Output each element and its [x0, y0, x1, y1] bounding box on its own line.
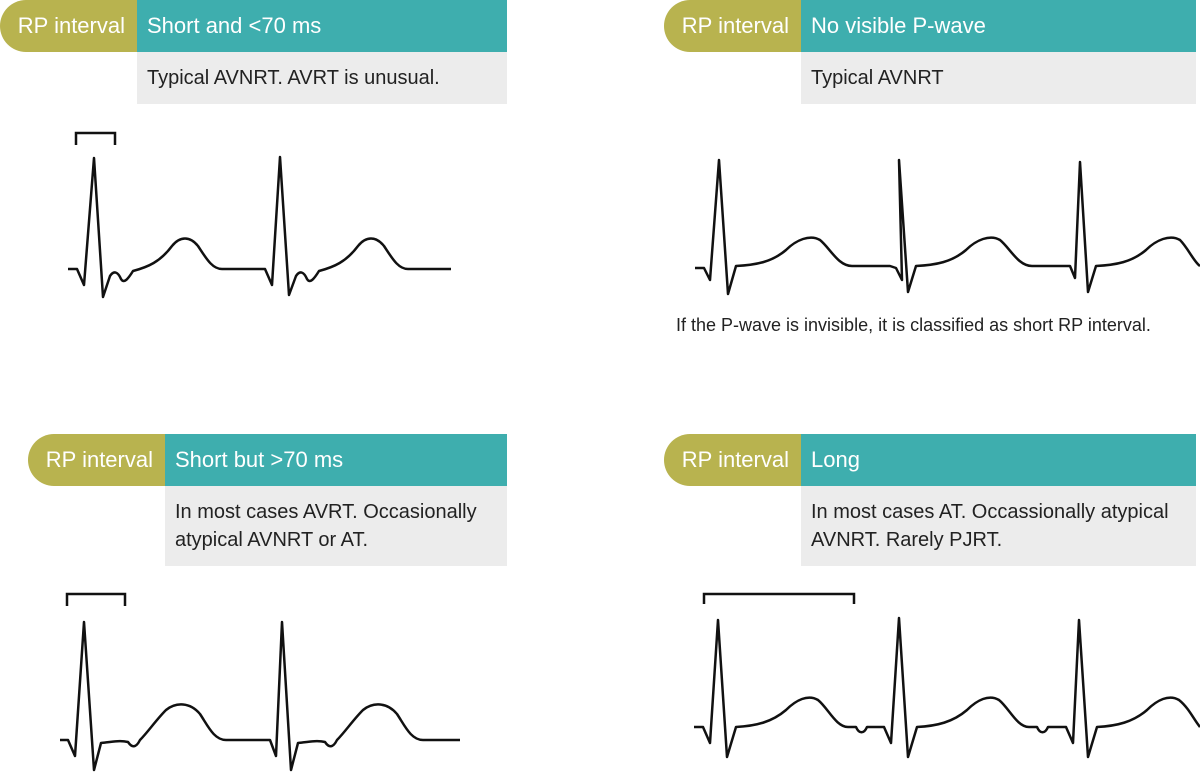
rp-interval-label: RP interval: [664, 434, 801, 486]
rp-interval-bracket: [74, 131, 117, 145]
rp-interval-bracket: [65, 592, 127, 606]
p-wave-note: If the P-wave is invisible, it is classi…: [676, 315, 1151, 335]
description-box: In most cases AVRT. Occasionally atypica…: [165, 486, 507, 566]
ecg-trace: [68, 155, 451, 299]
rp-interval-value: Short but >70 ms: [165, 434, 507, 486]
ecg-trace: [60, 620, 460, 772]
rp-interval-label: RP interval: [28, 434, 165, 486]
ecg-trace: [695, 158, 1200, 296]
rp-interval-bracket: [702, 592, 856, 604]
rp-interval-value: Short and <70 ms: [137, 0, 507, 52]
description-box: In most cases AT. Occassionally atypical…: [801, 486, 1196, 566]
ecg-trace: [694, 616, 1200, 759]
rp-interval-value: No visible P-wave: [801, 0, 1196, 52]
rp-interval-label: RP interval: [664, 0, 801, 52]
description-box: Typical AVNRT. AVRT is unusual.: [137, 52, 507, 104]
rp-interval-label: RP interval: [0, 0, 137, 52]
rp-interval-value: Long: [801, 434, 1196, 486]
description-box: Typical AVNRT: [801, 52, 1196, 104]
